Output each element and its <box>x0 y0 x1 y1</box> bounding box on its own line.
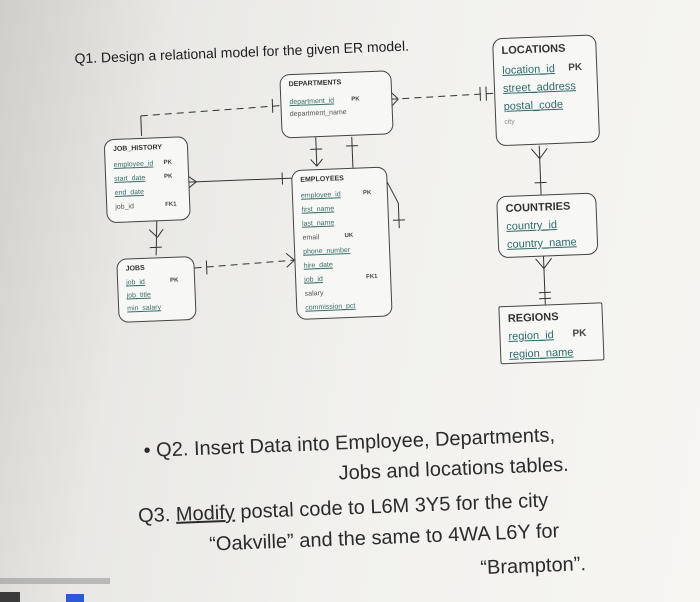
field-employee-id: employee_id <box>113 160 154 169</box>
field-salary: salary <box>304 290 324 298</box>
rel-emp-dept-manager <box>351 136 354 168</box>
rel-jobs-employees <box>194 259 295 269</box>
field-country-id: country_id <box>506 219 558 233</box>
entity-title: REGIONS <box>507 311 559 325</box>
window-edge-strip <box>0 578 110 602</box>
rel-locations-countries <box>538 145 542 195</box>
field-tag-pk: PK <box>572 327 587 340</box>
entity-regions: REGIONS region_id PK region_name <box>498 302 605 365</box>
question-3-line-3: “Brampton”. <box>479 553 587 580</box>
field-last-name: last_name <box>301 219 335 228</box>
field-region-name: region_name <box>508 346 574 361</box>
field-tag-pk: PK <box>568 61 583 74</box>
field-tag-pk: PK <box>164 173 173 181</box>
rel-dept-locations <box>390 92 495 100</box>
field-hire-date: hire_date <box>303 261 333 270</box>
field-job-id: job_id <box>126 278 145 287</box>
entity-title: DEPARTMENTS <box>288 79 342 89</box>
field-phone-number: phone_number <box>302 246 351 256</box>
rel-dept-employees <box>315 137 318 167</box>
field-region-id: region_id <box>508 329 554 343</box>
entity-locations: LOCATIONS location_id PK street_address … <box>492 34 601 147</box>
rel-jobhistory-jobs <box>155 220 158 256</box>
field-street-address: street_address <box>502 80 576 95</box>
entity-title: COUNTRIES <box>505 200 571 215</box>
field-department-name: department_name <box>289 108 347 119</box>
question-3-label: Q3. <box>137 504 171 528</box>
rel-countries-regions <box>542 255 546 305</box>
rel-dept-jobhistory <box>140 104 283 117</box>
field-first-name: first_name <box>301 205 335 214</box>
field-country-name: country_name <box>506 236 577 251</box>
field-min-salary: min_salary <box>127 304 162 313</box>
field-tag-fk: FK1 <box>165 201 177 209</box>
field-city: city <box>504 118 515 126</box>
field-job-title: job_title <box>126 291 151 300</box>
entity-departments: DEPARTMENTS department_id PK department_… <box>279 70 394 139</box>
question-3-verb: Modify <box>175 501 236 526</box>
field-job-id: job_id <box>304 276 324 284</box>
entity-job-history: JOB_HISTORY employee_id PK start_date PK… <box>103 136 191 224</box>
field-tag-pk: PK <box>362 190 372 197</box>
field-start-date: start_date <box>114 174 146 183</box>
field-department-id: department_id <box>289 97 335 107</box>
field-tag-pk: PK <box>163 159 173 167</box>
field-end-date: end_date <box>114 188 145 197</box>
entity-title: EMPLOYEES <box>300 175 345 184</box>
entity-countries: COUNTRIES country_id country_name <box>496 192 599 259</box>
field-tag-pk: PK <box>351 96 360 103</box>
field-job-id: job_id <box>115 203 135 211</box>
field-tag-fk: FK1 <box>366 273 378 281</box>
entity-title: LOCATIONS <box>501 42 566 57</box>
entity-employees: EMPLOYEES employee_id PK first_name last… <box>290 166 393 321</box>
entity-jobs: JOBS job_id PK job_title min_salary <box>116 255 197 323</box>
field-tag-pk: PK <box>170 277 179 284</box>
field-commission-pct: commission_pct <box>305 302 356 312</box>
field-email: email <box>302 234 320 242</box>
rel-jobhistory-employees <box>188 177 294 183</box>
field-postal-code: postal_code <box>503 98 564 113</box>
field-location-id: location_id <box>502 62 556 77</box>
field-employee-id: employee_id <box>300 191 341 200</box>
entity-title: JOB_HISTORY <box>112 144 163 153</box>
field-tag-uk: UK <box>344 232 354 240</box>
entity-title: JOBS <box>125 264 145 273</box>
